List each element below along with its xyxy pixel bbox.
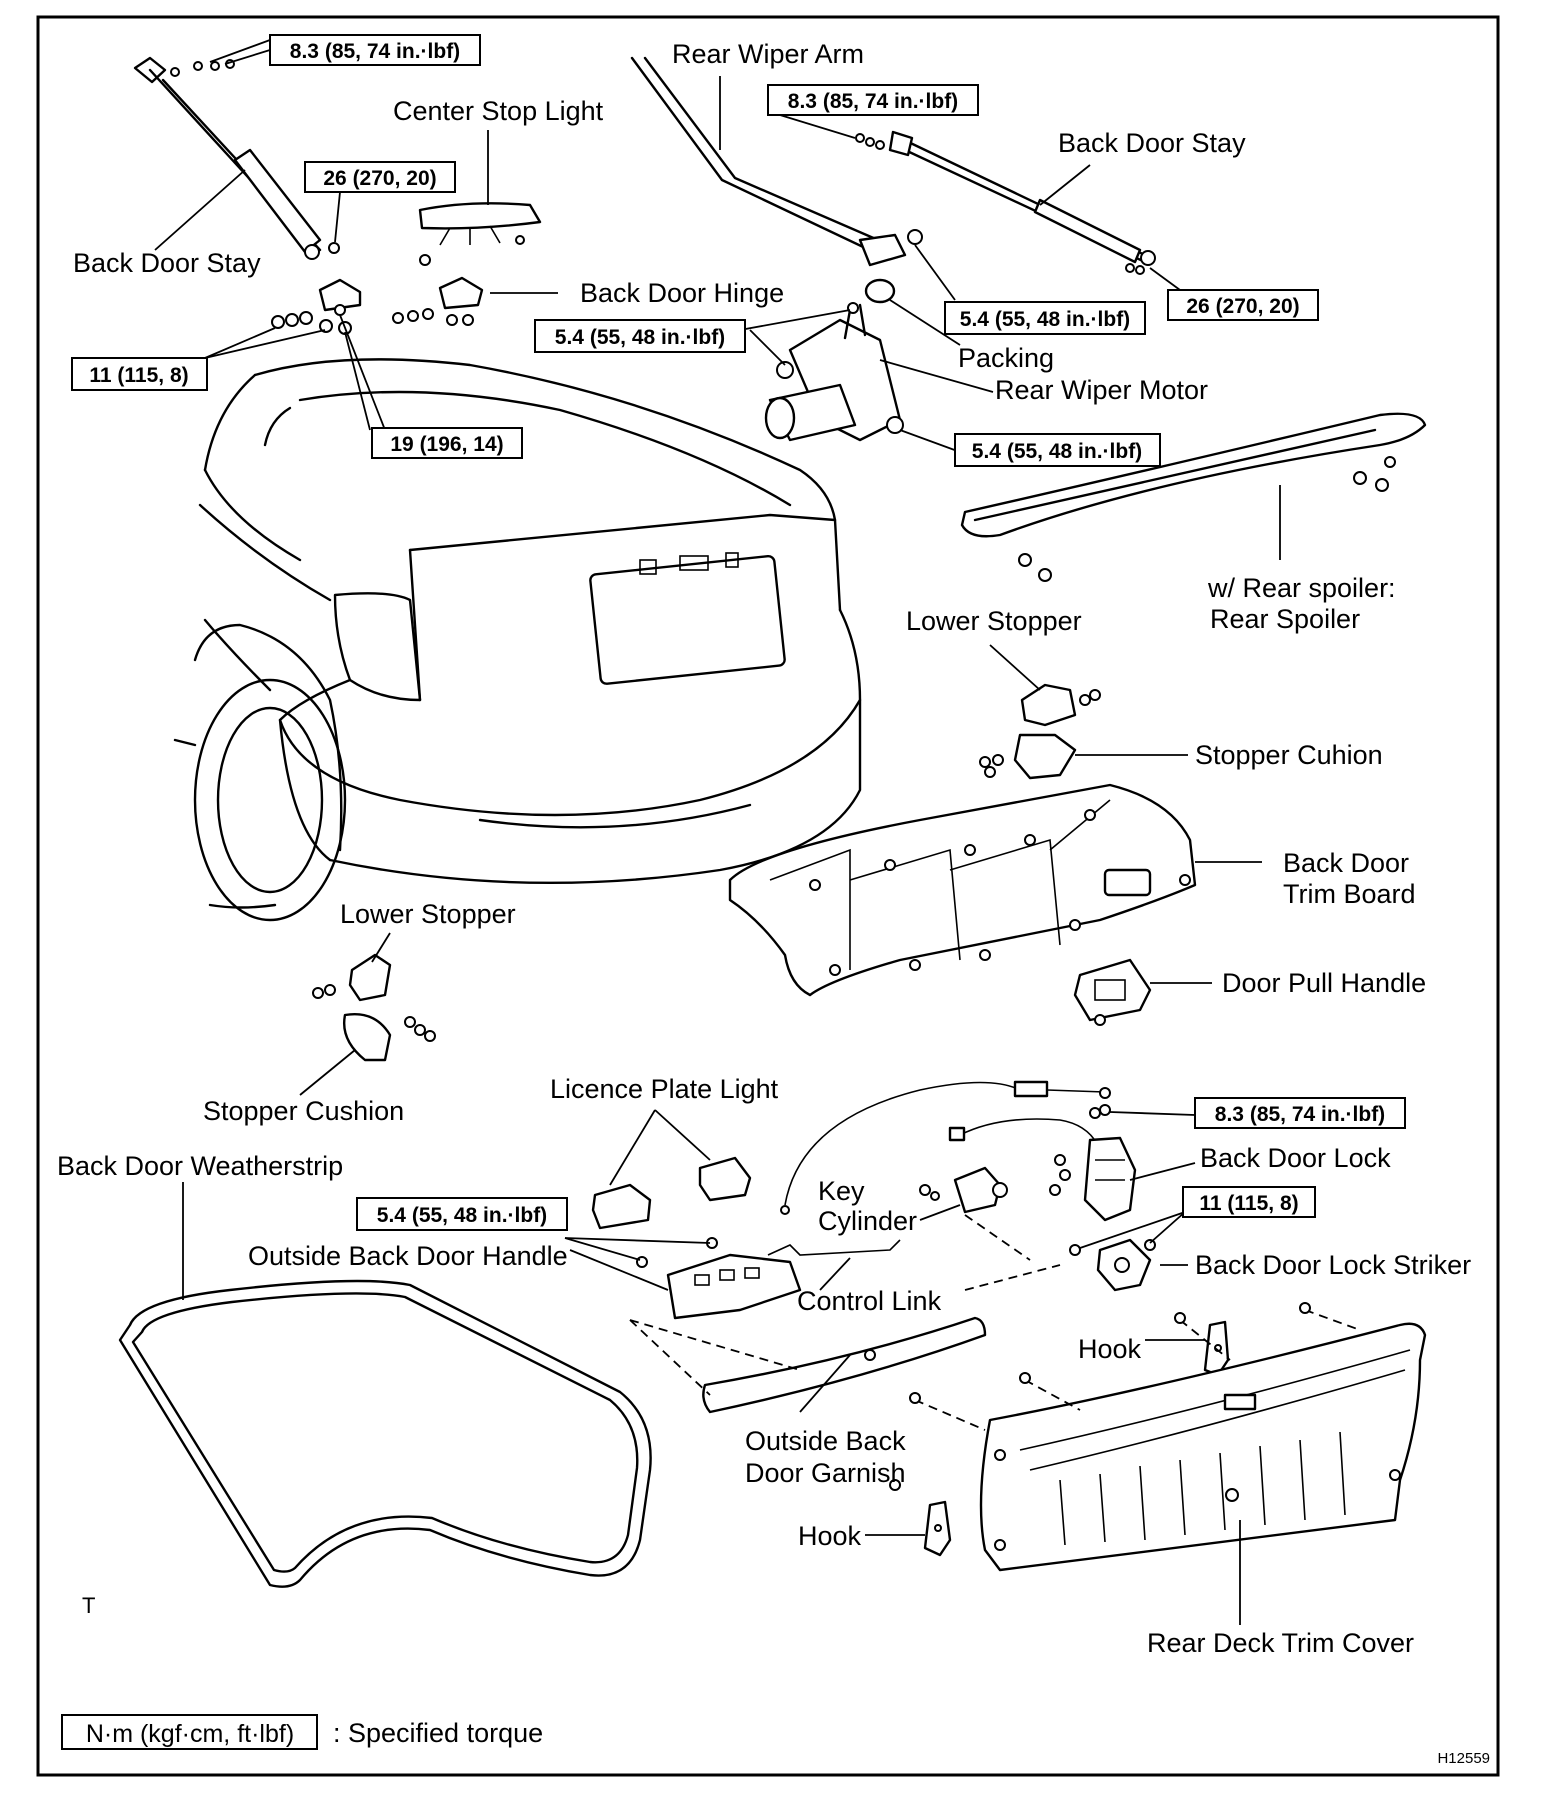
label-back-door-weatherstrip: Back Door Weatherstrip (57, 1151, 343, 1181)
diagram-frame (36, 15, 1500, 1777)
label-back-door-trim-board-line1: Back Door (1283, 848, 1409, 878)
back-door-stay-left (133, 56, 340, 260)
label-rear-wiper-motor: Rear Wiper Motor (995, 375, 1208, 405)
label-outside-back-door-garnish-line1: Outside Back (745, 1426, 906, 1456)
label-key-cylinder-line2: Cylinder (818, 1206, 917, 1236)
label-rear-spoiler-line1: w/ Rear spoiler: (1207, 573, 1396, 603)
svg-text:5.4 (55, 48 in.·lbf): 5.4 (55, 48 in.·lbf) (555, 326, 725, 349)
torque-spec-hinge-outer: 11 (115, 8) (71, 357, 208, 391)
svg-text:26 (270, 20): 26 (270, 20) (323, 167, 436, 190)
label-outside-back-door-garnish-line2: Door Garnish (745, 1458, 906, 1488)
label-view-marker: T (82, 1593, 95, 1618)
back-door-lock (1049, 1104, 1137, 1222)
svg-text:8.3 (85, 74 in.·lbf): 8.3 (85, 74 in.·lbf) (788, 90, 958, 113)
svg-text:8.3 (85, 74 in.·lbf): 8.3 (85, 74 in.·lbf) (1215, 1103, 1385, 1126)
svg-text:11 (115, 8): 11 (115, 8) (89, 364, 188, 387)
back-door-hinge-right (392, 276, 484, 326)
label-center-stop-light: Center Stop Light (393, 96, 604, 126)
label-back-door-lock-striker: Back Door Lock Striker (1195, 1250, 1471, 1280)
licence-plate-light (591, 1156, 752, 1230)
torque-spec-stay-right-bottom: 26 (270, 20) (1167, 289, 1319, 321)
rear-spoiler (960, 412, 1427, 582)
car-body-drawing (173, 358, 862, 922)
torque-legend: N·m (kgf·cm, ft·lbf) : Specified torque (61, 1714, 543, 1750)
screw-4 (1299, 1302, 1311, 1314)
outside-back-door-garnish (702, 1316, 987, 1414)
torque-spec-wiper-nut: 5.4 (55, 48 in.·lbf) (944, 301, 1146, 335)
back-door-stay-right (855, 130, 1156, 275)
torque-spec-stay-left-bottom: 26 (270, 20) (304, 161, 456, 193)
torque-spec-stay-left-top: 8.3 (85, 74 in.·lbf) (269, 34, 481, 66)
label-back-door-hinge: Back Door Hinge (580, 278, 784, 308)
torque-spec-outside-handle: 5.4 (55, 48 in.·lbf) (356, 1197, 568, 1231)
rear-wiper-arm (630, 56, 907, 267)
legend-description: : Specified torque (333, 1718, 543, 1748)
hook-left (889, 1479, 952, 1557)
label-hook-left: Hook (798, 1521, 862, 1551)
screw-1 (909, 1392, 921, 1404)
back-door-hinge-left (271, 278, 362, 335)
label-outside-back-door-handle: Outside Back Door Handle (248, 1241, 568, 1271)
label-rear-wiper-arm: Rear Wiper Arm (672, 39, 864, 69)
outside-back-door-handle (636, 1237, 802, 1320)
torque-spec-lock: 8.3 (85, 74 in.·lbf) (1194, 1097, 1406, 1129)
svg-text:8.3 (85, 74 in.·lbf): 8.3 (85, 74 in.·lbf) (290, 40, 460, 63)
label-back-door-stay-right: Back Door Stay (1058, 128, 1246, 158)
lock-cable (780, 1080, 1111, 1215)
label-control-link: Control Link (797, 1286, 942, 1316)
svg-text:5.4 (55, 48 in.·lbf): 5.4 (55, 48 in.·lbf) (377, 1204, 547, 1227)
svg-text:5.4 (55, 48 in.·lbf): 5.4 (55, 48 in.·lbf) (972, 440, 1142, 463)
label-stopper-cushion: Stopper Cushion (203, 1096, 404, 1126)
torque-spec-wiper-motor-lower: 5.4 (55, 48 in.·lbf) (954, 433, 1161, 467)
svg-text:19 (196, 14): 19 (196, 14) (390, 433, 503, 456)
label-stopper-cuhion: Stopper Cuhion (1195, 740, 1383, 770)
label-lower-stopper-right: Lower Stopper (906, 606, 1082, 636)
svg-text:26 (270, 20): 26 (270, 20) (1186, 295, 1299, 318)
lower-stopper-left (312, 953, 392, 1002)
torque-spec-wiper-arm: 8.3 (85, 74 in.·lbf) (767, 84, 979, 116)
label-key-cylinder-line1: Key (818, 1176, 865, 1206)
control-link (767, 1239, 901, 1256)
stopper-cushion (343, 1013, 436, 1062)
rear-wiper-motor (764, 302, 904, 442)
label-back-door-trim-board-line2: Trim Board (1283, 879, 1416, 909)
label-rear-spoiler-line2: Rear Spoiler (1210, 604, 1360, 634)
back-door-lock-striker (1069, 1238, 1156, 1292)
packing (864, 229, 923, 304)
label-lower-stopper-left: Lower Stopper (340, 899, 516, 929)
rear-deck-trim-cover (979, 1322, 1427, 1572)
legend-unit: N·m (kgf·cm, ft·lbf) (86, 1720, 294, 1748)
screw-3 (1174, 1312, 1186, 1324)
back-door-weatherstrip (118, 1279, 652, 1588)
svg-text:11 (115, 8): 11 (115, 8) (1199, 1192, 1298, 1215)
label-hook-right: Hook (1078, 1334, 1142, 1364)
screw-2 (1019, 1372, 1031, 1384)
figure-code: H12559 (1437, 1750, 1490, 1767)
torque-spec-striker: 11 (115, 8) (1182, 1186, 1316, 1218)
torque-spec-wiper-motor-upper: 5.4 (55, 48 in.·lbf) (534, 319, 746, 353)
label-packing: Packing (958, 343, 1054, 373)
label-back-door-stay-left: Back Door Stay (73, 248, 261, 278)
label-door-pull-handle: Door Pull Handle (1222, 968, 1426, 998)
label-rear-deck-trim-cover: Rear Deck Trim Cover (1147, 1628, 1414, 1658)
svg-text:5.4 (55, 48 in.·lbf): 5.4 (55, 48 in.·lbf) (960, 308, 1130, 331)
lower-stopper-right (1020, 683, 1101, 727)
stopper-cuhion (979, 733, 1077, 780)
label-licence-plate-light: Licence Plate Light (550, 1074, 779, 1104)
door-pull-handle (1073, 958, 1152, 1026)
torque-spec-hinge-inner: 19 (196, 14) (371, 427, 523, 459)
label-back-door-lock: Back Door Lock (1200, 1143, 1391, 1173)
key-cylinder (919, 1166, 1008, 1214)
back-door-trim-board (728, 783, 1197, 997)
center-stop-light (418, 202, 542, 266)
